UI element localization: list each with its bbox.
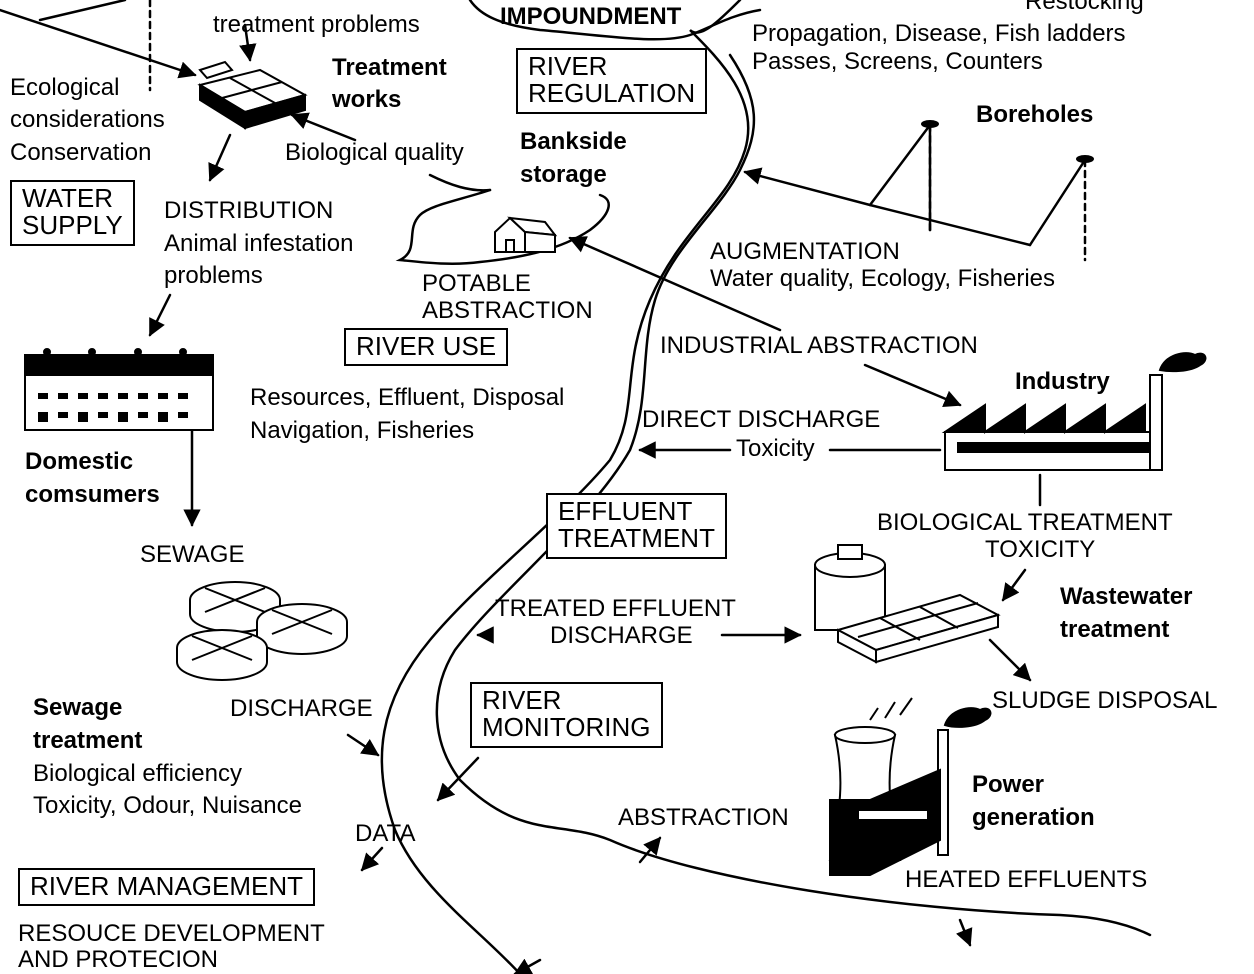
treatment-works-icon	[197, 60, 308, 130]
toxicity-odour-label: Toxicity, Odour, Nuisance	[33, 792, 303, 819]
sewage-treatment-label-2: treatment	[33, 727, 143, 754]
treated-effluent-label-2: DISCHARGE	[550, 622, 693, 649]
biological-treatment-label: BIOLOGICAL TREATMENT	[877, 509, 1173, 536]
river-use-box: RIVER USE	[344, 328, 509, 367]
augmentation-sub-label: Water quality, Ecology, Fisheries	[710, 265, 1056, 292]
effluent-treatment-box: EFFLUENT TREATMENT	[546, 493, 727, 559]
wastewater-plant-icon	[814, 544, 1001, 664]
river-monitoring-box: RIVER MONITORING	[470, 682, 663, 748]
river-management-line: RIVER MANAGEMENT	[30, 871, 304, 901]
industry-label: Industry	[1015, 368, 1110, 395]
river-regulation-line2: REGULATION	[528, 78, 696, 109]
propagation-label: Propagation, Disease, Fish ladders	[752, 20, 1126, 47]
impoundment-edge	[468, 0, 762, 41]
sewage-label: SEWAGE	[140, 541, 245, 568]
treatment-works-label-2: works	[332, 86, 402, 113]
resources-label: Resources, Effluent, Disposal	[250, 384, 565, 411]
data-label: DATA	[355, 820, 416, 847]
borehole-cap-icon	[1076, 155, 1094, 163]
discharge-label: DISCHARGE	[230, 695, 373, 722]
wastewater-treatment-label-2: treatment	[1060, 616, 1170, 643]
direct-discharge-label: DIRECT DISCHARGE	[642, 406, 881, 433]
river-left-bank	[380, 0, 750, 974]
navigation-label: Navigation, Fisheries	[250, 417, 475, 444]
power-generation-label: Power	[972, 771, 1045, 798]
water-supply-box: WATER SUPPLY	[10, 180, 135, 246]
augmentation-label: AUGMENTATION	[710, 238, 900, 265]
impoundment-label: IMPOUNDMENT	[500, 3, 682, 30]
power-station-icon	[828, 697, 992, 876]
biological-quality-label: Biological quality	[285, 139, 464, 166]
water-supply-line2: SUPPLY	[22, 210, 123, 241]
sewage-tanks-icon	[176, 581, 348, 681]
animal-infestation-label: Animal infestation	[164, 230, 354, 257]
river-monitoring-line2: MONITORING	[482, 712, 651, 743]
river-regulation-box: RIVER REGULATION	[516, 48, 708, 114]
river-management-box: RIVER MANAGEMENT	[18, 868, 316, 907]
borehole-cap-icon	[921, 120, 939, 128]
domestic-consumers-label: Domestic	[25, 448, 134, 475]
water-supply-line1: WATER	[22, 183, 113, 213]
river-use-line: RIVER USE	[356, 331, 497, 361]
abstraction-label: ABSTRACTION	[618, 804, 789, 831]
resource-development-label: RESOUCE DEVELOPMENT	[18, 920, 325, 947]
biological-efficiency-label: Biological efficiency	[33, 760, 243, 787]
potable-abstraction-label: POTABLE	[422, 270, 531, 297]
passes-label: Passes, Screens, Counters	[752, 48, 1043, 75]
effluent-treatment-line2: TREATMENT	[558, 523, 715, 554]
industrial-abstraction-label: INDUSTRIAL ABSTRACTION	[660, 332, 978, 359]
potable-abstraction-label-2: ABSTRACTION	[422, 297, 593, 324]
domestic-building-icon	[24, 348, 214, 431]
wastewater-treatment-label: Wastewater	[1060, 583, 1193, 610]
power-generation-label-2: generation	[972, 804, 1095, 831]
river-regulation-line1: RIVER	[528, 51, 608, 81]
heated-effluents-label: HEATED EFFLUENTS	[905, 866, 1148, 893]
toxicity-caps-label: TOXICITY	[985, 536, 1096, 563]
bankside-storage-label-2: storage	[520, 161, 607, 188]
factory-icon	[941, 352, 1207, 471]
ecological-label: Ecological	[10, 74, 120, 101]
sludge-disposal-label: SLUDGE DISPOSAL	[992, 687, 1218, 714]
restocking-label: Restocking	[1025, 0, 1144, 15]
river-monitoring-line1: RIVER	[482, 685, 562, 715]
bankside-storage-label: Bankside	[520, 128, 627, 155]
treatment-works-label: Treatment	[332, 54, 447, 81]
river-right-bank	[435, 53, 1152, 937]
treated-effluent-label: TREATED EFFLUENT	[495, 595, 736, 622]
domestic-consumers-label-2: comsumers	[25, 481, 160, 508]
problems-label: problems	[164, 262, 263, 289]
boreholes-label: Boreholes	[976, 101, 1094, 128]
bankside-storage-outline	[395, 188, 610, 265]
considerations-label: considerations	[10, 106, 165, 133]
and-protection-label: AND PROTECION	[18, 946, 219, 973]
treatment-problems-label: treatment problems	[213, 11, 420, 38]
distribution-label: DISTRIBUTION	[164, 197, 334, 224]
house-icon	[494, 216, 558, 253]
conservation-label: Conservation	[10, 139, 152, 166]
effluent-treatment-line1: EFFLUENT	[558, 496, 693, 526]
sewage-treatment-label: Sewage	[33, 694, 123, 721]
toxicity-label: Toxicity	[736, 435, 815, 462]
